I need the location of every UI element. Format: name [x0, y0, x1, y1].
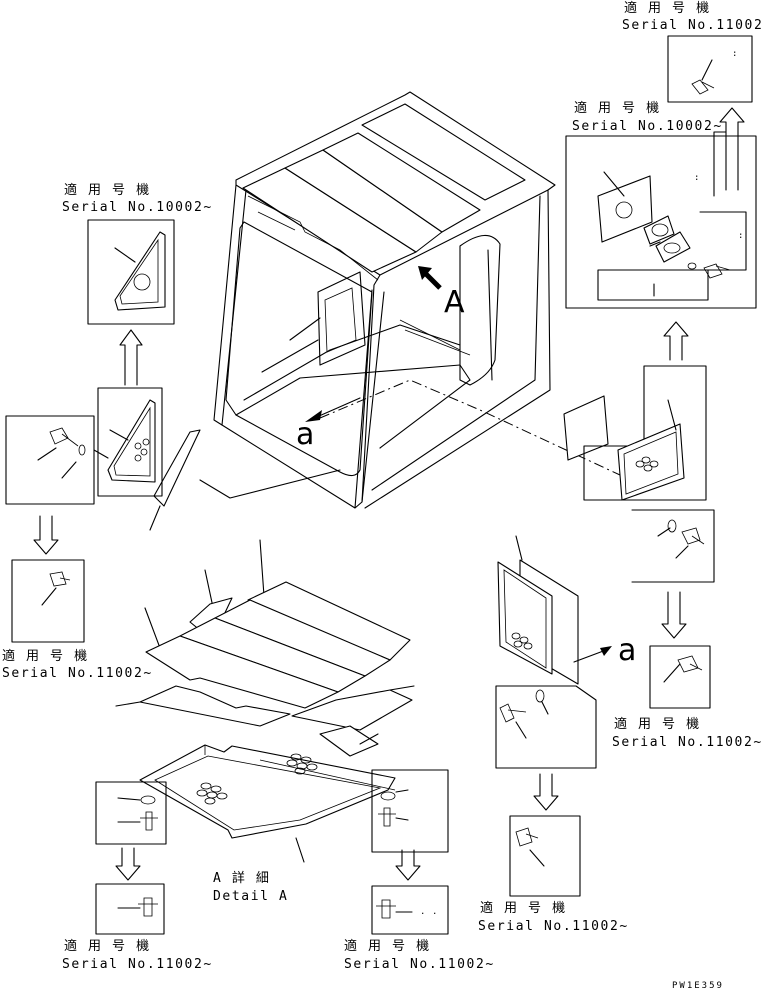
cab-assembly	[213, 91, 621, 509]
serial-label-bottom-left-jp: 適 用 号 機	[64, 938, 151, 954]
drawing-id: PW1E359	[672, 981, 724, 991]
floor-holes-right	[286, 753, 318, 775]
serial-label-top-right-jp: 適 用 号 機	[624, 0, 711, 16]
svg-text::: :	[732, 49, 739, 59]
detail-a-panels	[115, 539, 415, 863]
serial-label-right: Serial No.10002~	[572, 119, 723, 134]
serial-label-top-left-jp: 適 用 号 機	[64, 182, 151, 198]
serial-label-bottom-right: Serial No.11002~	[478, 919, 629, 934]
view-a-label: a	[296, 417, 314, 452]
serial-label-right-lower: Serial No.11002~	[612, 735, 761, 750]
svg-text::: :	[738, 231, 745, 241]
svg-text::: :	[694, 173, 701, 183]
view-a-panel	[495, 535, 612, 897]
serial-label-right-lower-jp: 適 用 号 機	[614, 716, 701, 732]
floor-holes-left	[196, 782, 228, 805]
serial-label-mid-left: Serial No.11002~	[2, 666, 153, 681]
detail-a-label: Detail A	[213, 889, 288, 904]
serial-label-bottom-mid-jp: 適 用 号 機	[344, 938, 431, 954]
detail-a-label-jp: A 詳 細	[213, 870, 270, 886]
serial-label-bottom-mid: Serial No.11002~	[344, 957, 495, 972]
bottom-left-bolts: ..	[95, 769, 449, 935]
svg-text:.: .	[432, 907, 439, 917]
serial-label-top-right: Serial No.11002~	[622, 18, 761, 33]
view-a-label-2: a	[618, 633, 636, 668]
right-rear-panels: : ::	[563, 35, 757, 709]
serial-label-mid-left-jp: 適 用 号 機	[2, 648, 89, 664]
left-window-parts	[5, 219, 341, 643]
serial-label-top-left: Serial No.10002~	[62, 200, 213, 215]
serial-label-bottom-right-jp: 適 用 号 機	[480, 900, 567, 916]
view-A-label: A	[444, 285, 465, 320]
serial-label-right-jp: 適 用 号 機	[574, 100, 661, 116]
serial-label-bottom-left: Serial No.11002~	[62, 957, 213, 972]
svg-text:.: .	[420, 907, 427, 917]
